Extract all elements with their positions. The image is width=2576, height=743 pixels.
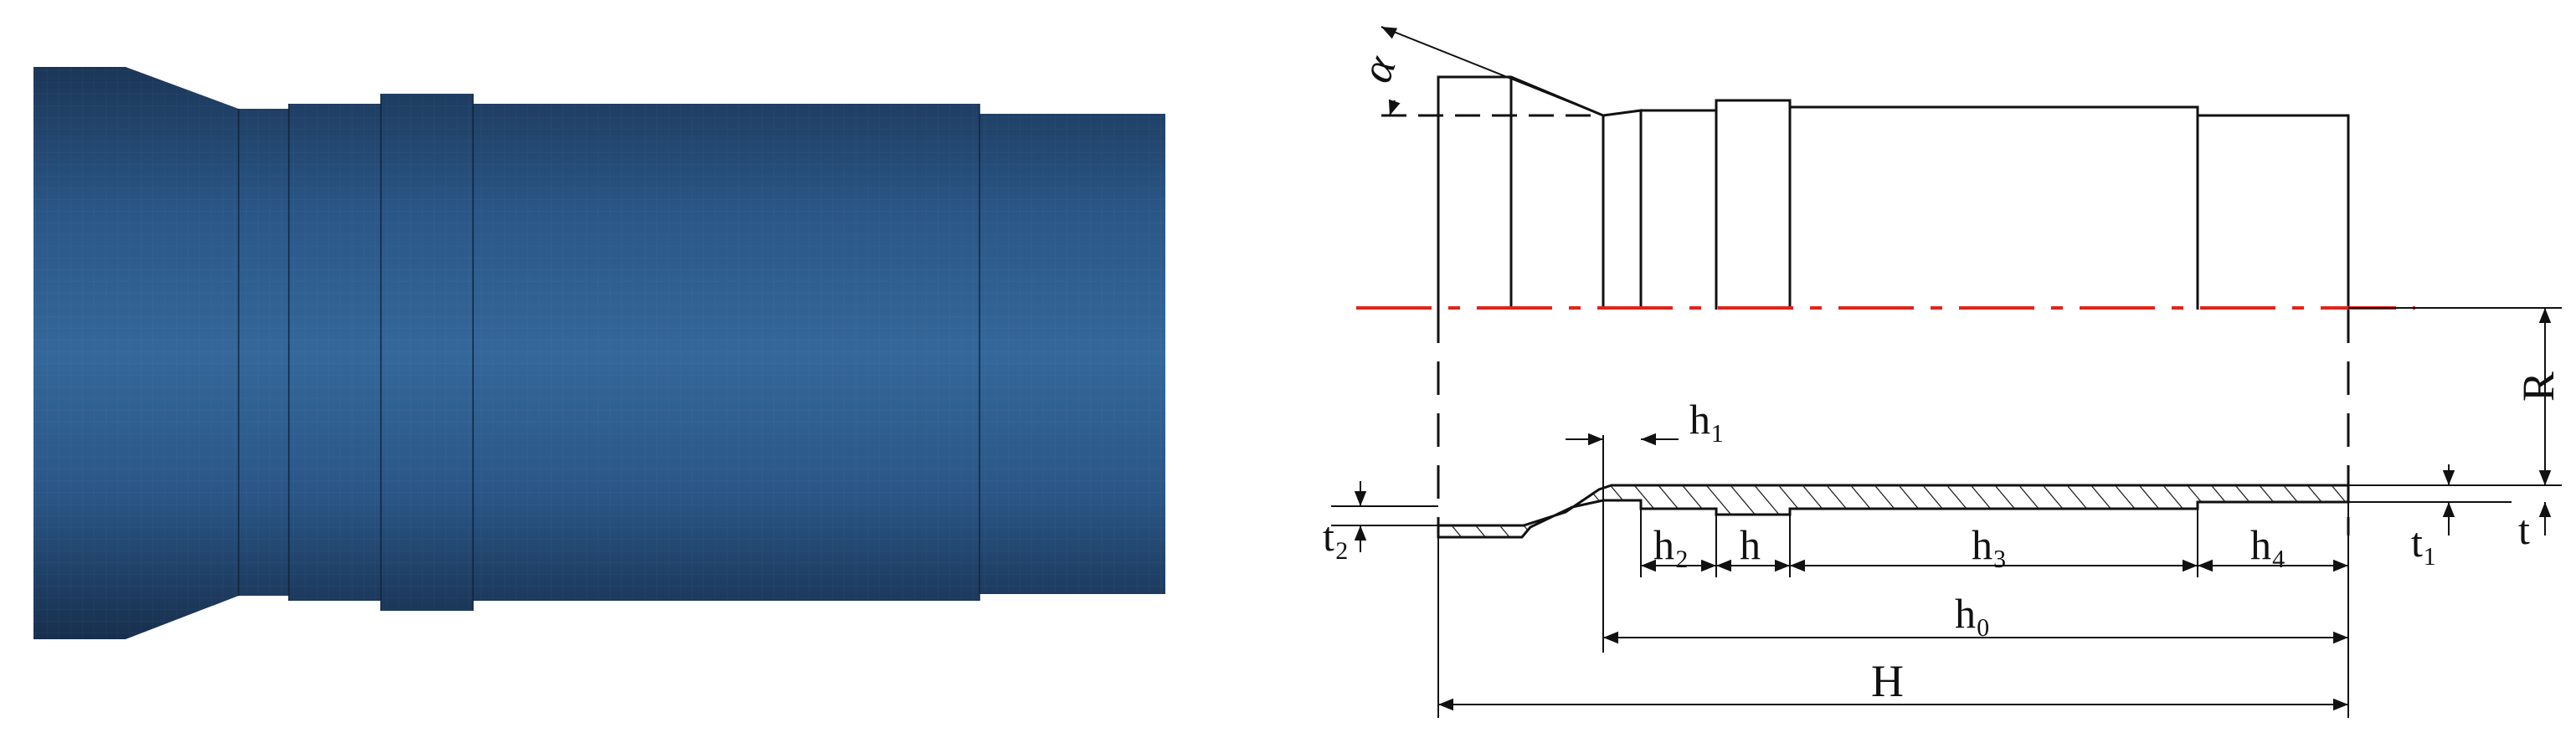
angle-reference-line (1381, 26, 1604, 116)
label-h3: h₃ (1972, 521, 2007, 568)
label-h1: h₁ (1689, 396, 1725, 443)
pipe-drawing (1331, 26, 2562, 718)
drawing-labels: α h₁ h₂ h h₃ h₄ h₀ H R t t₁ t₂ (1323, 48, 2563, 706)
label-t1: t₁ (2411, 519, 2437, 566)
wall-section (1437, 484, 2350, 539)
label-H: H (1871, 656, 1904, 706)
label-t: t (2518, 506, 2530, 553)
label-h4: h₄ (2250, 521, 2285, 568)
outer-profile (1437, 75, 2350, 310)
label-t2: t₂ (1323, 513, 1349, 560)
pipe-section-seams (238, 94, 980, 611)
label-alpha: α (1350, 48, 1406, 89)
label-h2: h₂ (1653, 521, 1689, 568)
label-h0: h₀ (1955, 590, 1990, 637)
pipe-render (33, 67, 1165, 639)
label-R: R (2513, 372, 2563, 402)
label-h: h (1740, 521, 1761, 568)
